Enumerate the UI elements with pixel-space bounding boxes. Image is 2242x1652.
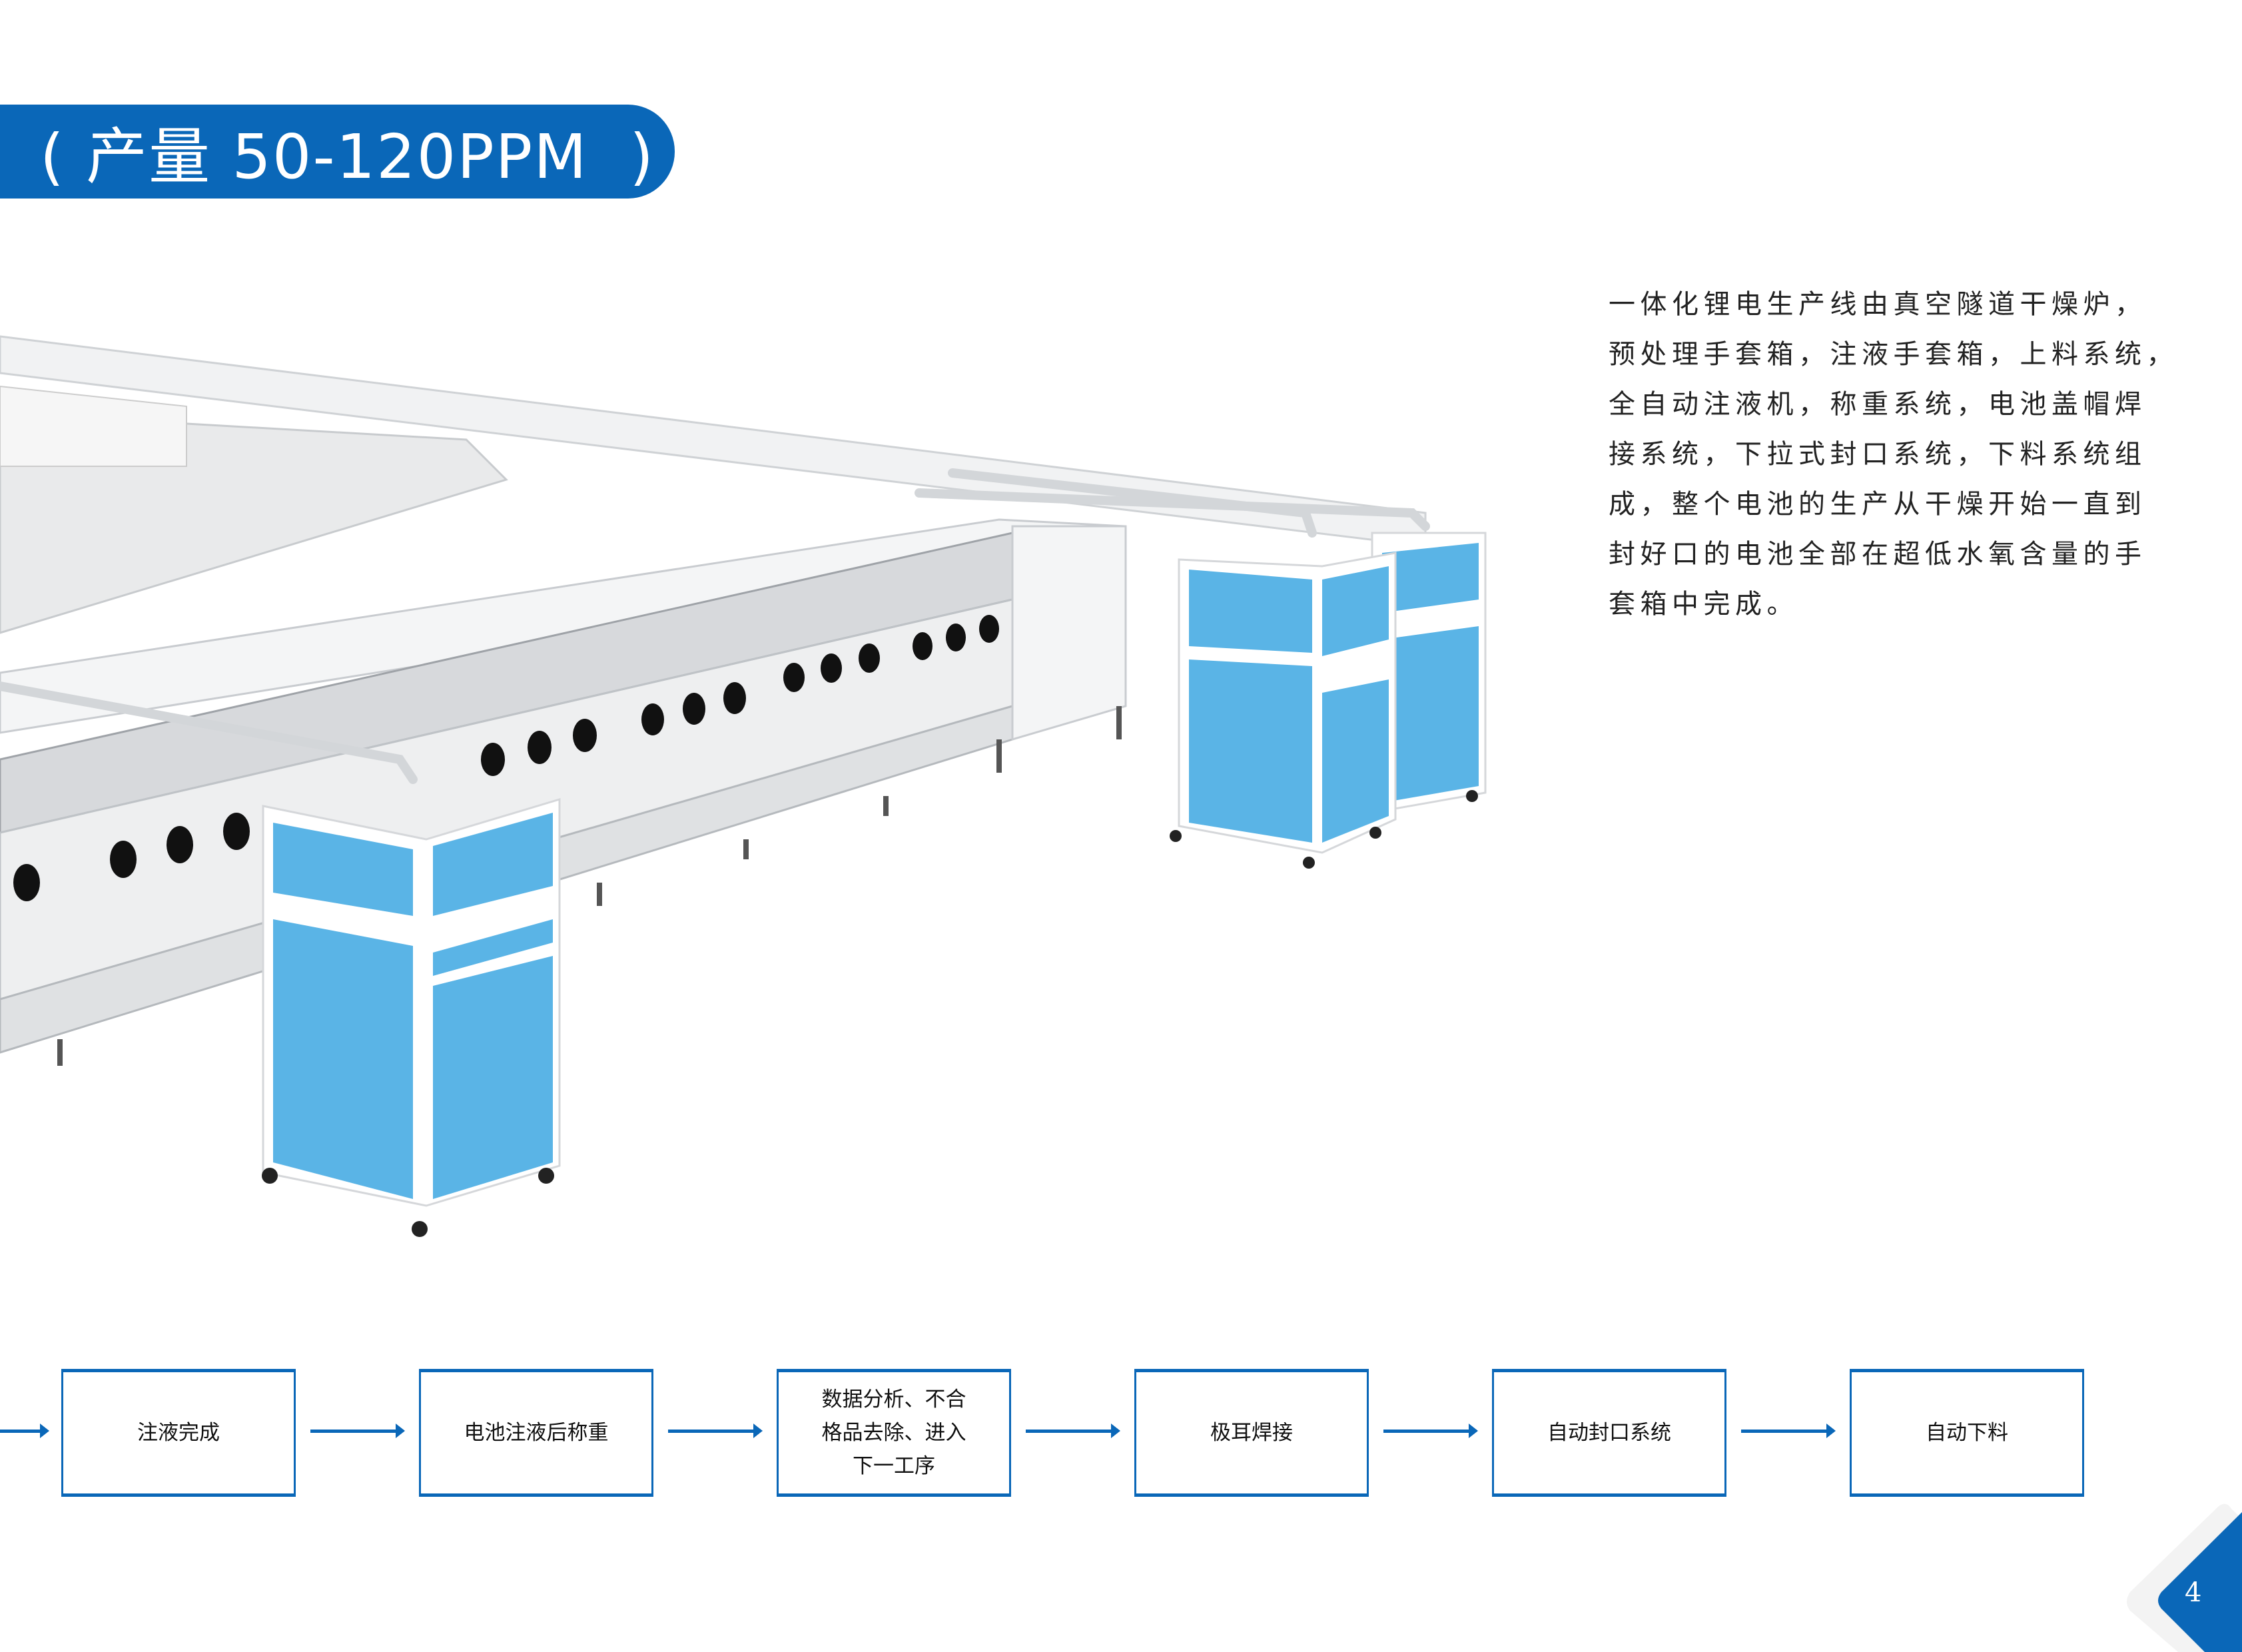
flow-step-label: 注液完成 bbox=[137, 1421, 220, 1445]
flow-step: 注液完成 bbox=[61, 1369, 296, 1497]
flow-arrow bbox=[310, 1424, 405, 1438]
flow-step-label: 自动封口系统 bbox=[1547, 1421, 1671, 1445]
description-line: 套箱中完成。 bbox=[1609, 589, 1798, 620]
flow-arrow bbox=[1383, 1424, 1478, 1438]
flow-arrow bbox=[1026, 1424, 1120, 1438]
drying-tunnel bbox=[0, 412, 508, 634]
title-banner: ( 产量 50-120PPM ) bbox=[0, 105, 675, 199]
flow-step: 电池注液后称重 bbox=[419, 1369, 653, 1497]
page-number: 4 bbox=[2185, 1577, 2202, 1608]
flow-step-label: 极耳焊接 bbox=[1210, 1421, 1293, 1445]
description-line: 成，整个电池的生产从干燥开始一直到 bbox=[1609, 489, 2147, 520]
flow-step: 极耳焊接 bbox=[1134, 1369, 1369, 1497]
page-corner-decoration bbox=[2127, 1503, 2242, 1652]
right-cabinets bbox=[1170, 532, 1487, 869]
flow-arrow bbox=[1741, 1424, 1836, 1438]
flow-step: 自动封口系统 bbox=[1492, 1369, 1726, 1497]
pipes bbox=[0, 468, 1430, 784]
production-line-illustration bbox=[0, 335, 1487, 1237]
flow-step-label: 电池注液后称重 bbox=[464, 1421, 609, 1445]
legs bbox=[57, 706, 1122, 1066]
description-line: 预处理手套箱，注液手套箱，上料系统， bbox=[1609, 339, 2178, 370]
glove-ports bbox=[13, 615, 999, 901]
flow-step: 自动下料 bbox=[1850, 1369, 2084, 1497]
description-line: 接系统，下拉式封口系统，下料系统组 bbox=[1609, 439, 2147, 470]
flow-step: 数据分析、不合 格品去除、进入 下一工序 bbox=[777, 1369, 1011, 1497]
front-cabinet bbox=[262, 797, 561, 1237]
flow-arrow bbox=[668, 1424, 763, 1438]
flow-arrow bbox=[0, 1424, 49, 1438]
description-line: 全自动注液机，称重系统，电池盖帽焊 bbox=[1609, 389, 2147, 420]
drying-tunnel-top bbox=[0, 385, 187, 467]
description-line: 封好口的电池全部在超低水氧含量的手 bbox=[1609, 539, 2147, 570]
flow-step-label: 自动下料 bbox=[1926, 1421, 2008, 1445]
description-paragraph: 一体化锂电生产线由真空隧道干燥炉， 预处理手套箱，注液手套箱，上料系统， 全自动… bbox=[1609, 280, 2178, 629]
right-end-panel bbox=[1011, 525, 1127, 741]
page-title: ( 产量 50-120PPM ) bbox=[40, 121, 655, 193]
process-flow: 注液完成 电池注液后称重 数据分析、不合 格品去除、进入 下一工序 极耳焊接 自… bbox=[0, 1369, 2242, 1497]
flow-step-label: 数据分析、不合 格品去除、进入 下一工序 bbox=[821, 1388, 966, 1478]
description-line: 一体化锂电生产线由真空隧道干燥炉， bbox=[1609, 289, 2147, 320]
